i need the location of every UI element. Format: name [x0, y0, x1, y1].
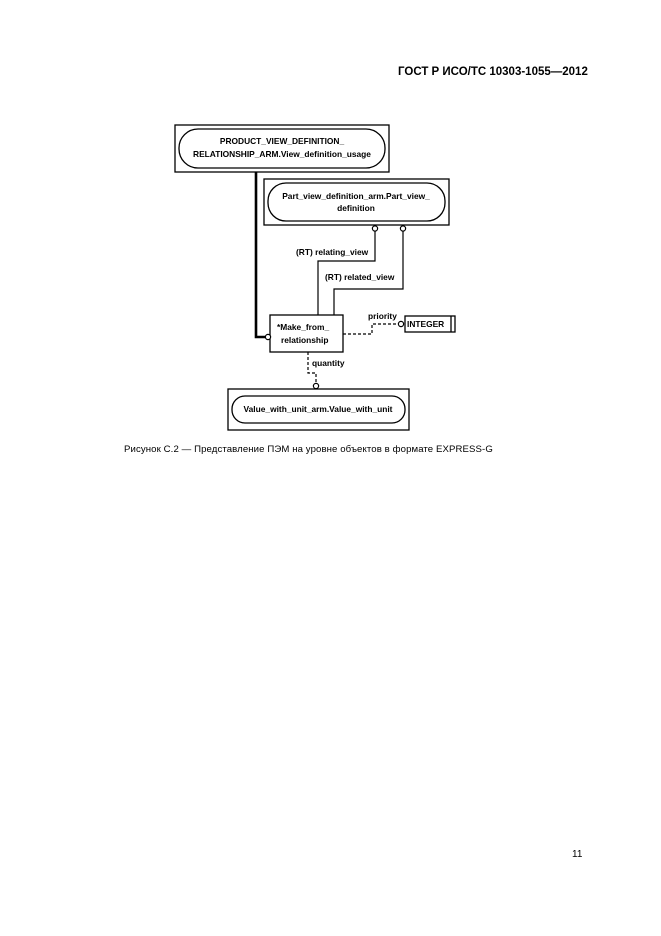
entity-view-definition-usage-line1: PRODUCT_VIEW_DEFINITION_ — [220, 136, 345, 146]
relation-relating-view-label: (RT) relating_view — [296, 247, 369, 257]
relation-quantity-label: quantity — [312, 358, 345, 368]
type-integer[interactable]: INTEGER — [404, 315, 456, 333]
relation-priority: priority — [343, 311, 405, 335]
figure-caption: Рисунок С.2 — Представление ПЭМ на уровн… — [124, 444, 493, 455]
relation-related-view: (RT) related_view — [325, 225, 407, 315]
entity-view-definition-usage-line2: RELATIONSHIP_ARM.View_definition_usage — [193, 149, 371, 159]
entity-make-from-relationship[interactable]: *Make_from_ relationship — [269, 314, 344, 353]
relation-related-view-label: (RT) related_view — [325, 272, 395, 282]
entity-make-from-relationship-line1: *Make_from_ — [277, 322, 329, 332]
standard-header: ГОСТ Р ИСО/ТС 10303-1055—2012 — [398, 66, 588, 78]
relation-quantity: quantity — [307, 352, 345, 390]
entity-part-view-definition-line1: Part_view_definition_arm.Part_view_ — [282, 191, 430, 201]
page-number: 11 — [572, 849, 583, 860]
relation-relating-view: (RT) relating_view — [296, 225, 379, 315]
relation-priority-label: priority — [368, 311, 397, 321]
entity-view-definition-usage[interactable]: PRODUCT_VIEW_DEFINITION_ RELATIONSHIP_AR… — [174, 124, 390, 173]
type-integer-label: INTEGER — [407, 319, 444, 329]
entity-part-view-definition-line2: definition — [337, 203, 375, 213]
entity-value-with-unit-label: Value_with_unit_arm.Value_with_unit — [244, 404, 393, 414]
entity-value-with-unit[interactable]: Value_with_unit_arm.Value_with_unit — [227, 388, 410, 431]
entity-part-view-definition[interactable]: Part_view_definition_arm.Part_view_ defi… — [263, 178, 450, 226]
entity-make-from-relationship-line2: relationship — [281, 335, 328, 345]
relation-subtype-line — [254, 172, 272, 341]
